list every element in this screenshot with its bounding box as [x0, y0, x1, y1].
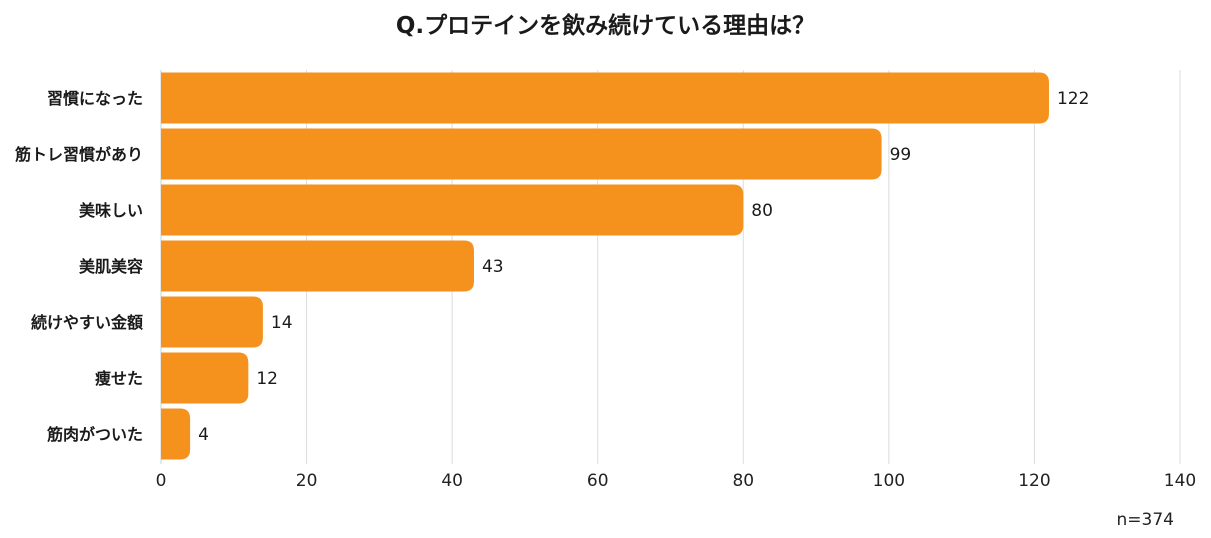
category-label: 筋肉がついた: [46, 425, 143, 444]
bar: [161, 296, 263, 348]
x-tick-label: 80: [732, 471, 754, 491]
chart-title: Q.プロテインを飲み続けている理由は？: [395, 13, 816, 39]
sample-size-note: n=374: [1116, 510, 1174, 530]
bar: [161, 408, 191, 460]
value-label: 80: [751, 201, 773, 221]
x-tick-label: 100: [873, 471, 905, 491]
bar: [161, 72, 1049, 124]
bar: [161, 352, 249, 404]
category-label: 美味しい: [79, 201, 143, 220]
category-label: 習慣になった: [47, 89, 143, 108]
value-label: 43: [482, 257, 504, 277]
value-label: 12: [256, 369, 278, 389]
tick-layer: 0 20 40 60 80 100 120 140: [156, 471, 1197, 491]
bar-layer: [161, 72, 1049, 460]
category-label: 痩せた: [95, 369, 143, 388]
value-label: 4: [198, 425, 209, 445]
value-label: 122: [1057, 89, 1089, 109]
x-tick-label: 0: [156, 471, 167, 491]
value-label: 99: [890, 145, 912, 165]
category-label: 筋トレ習慣があり: [14, 145, 143, 164]
bar: [161, 184, 744, 236]
x-tick-label: 120: [1018, 471, 1050, 491]
x-tick-label: 40: [441, 471, 463, 491]
x-tick-label: 20: [296, 471, 318, 491]
category-label: 続けやすい金額: [31, 313, 143, 332]
bar: [161, 128, 882, 180]
x-tick-label: 140: [1164, 471, 1196, 491]
category-label: 美肌美容: [79, 257, 143, 276]
bar: [161, 240, 474, 292]
value-label: 14: [271, 313, 293, 333]
label-layer: 習慣になった 122 筋トレ習慣があり 99 美味しい 80 美肌美容 43 続けやすい金額 14…: [14, 89, 1089, 445]
x-tick-label: 60: [587, 471, 609, 491]
